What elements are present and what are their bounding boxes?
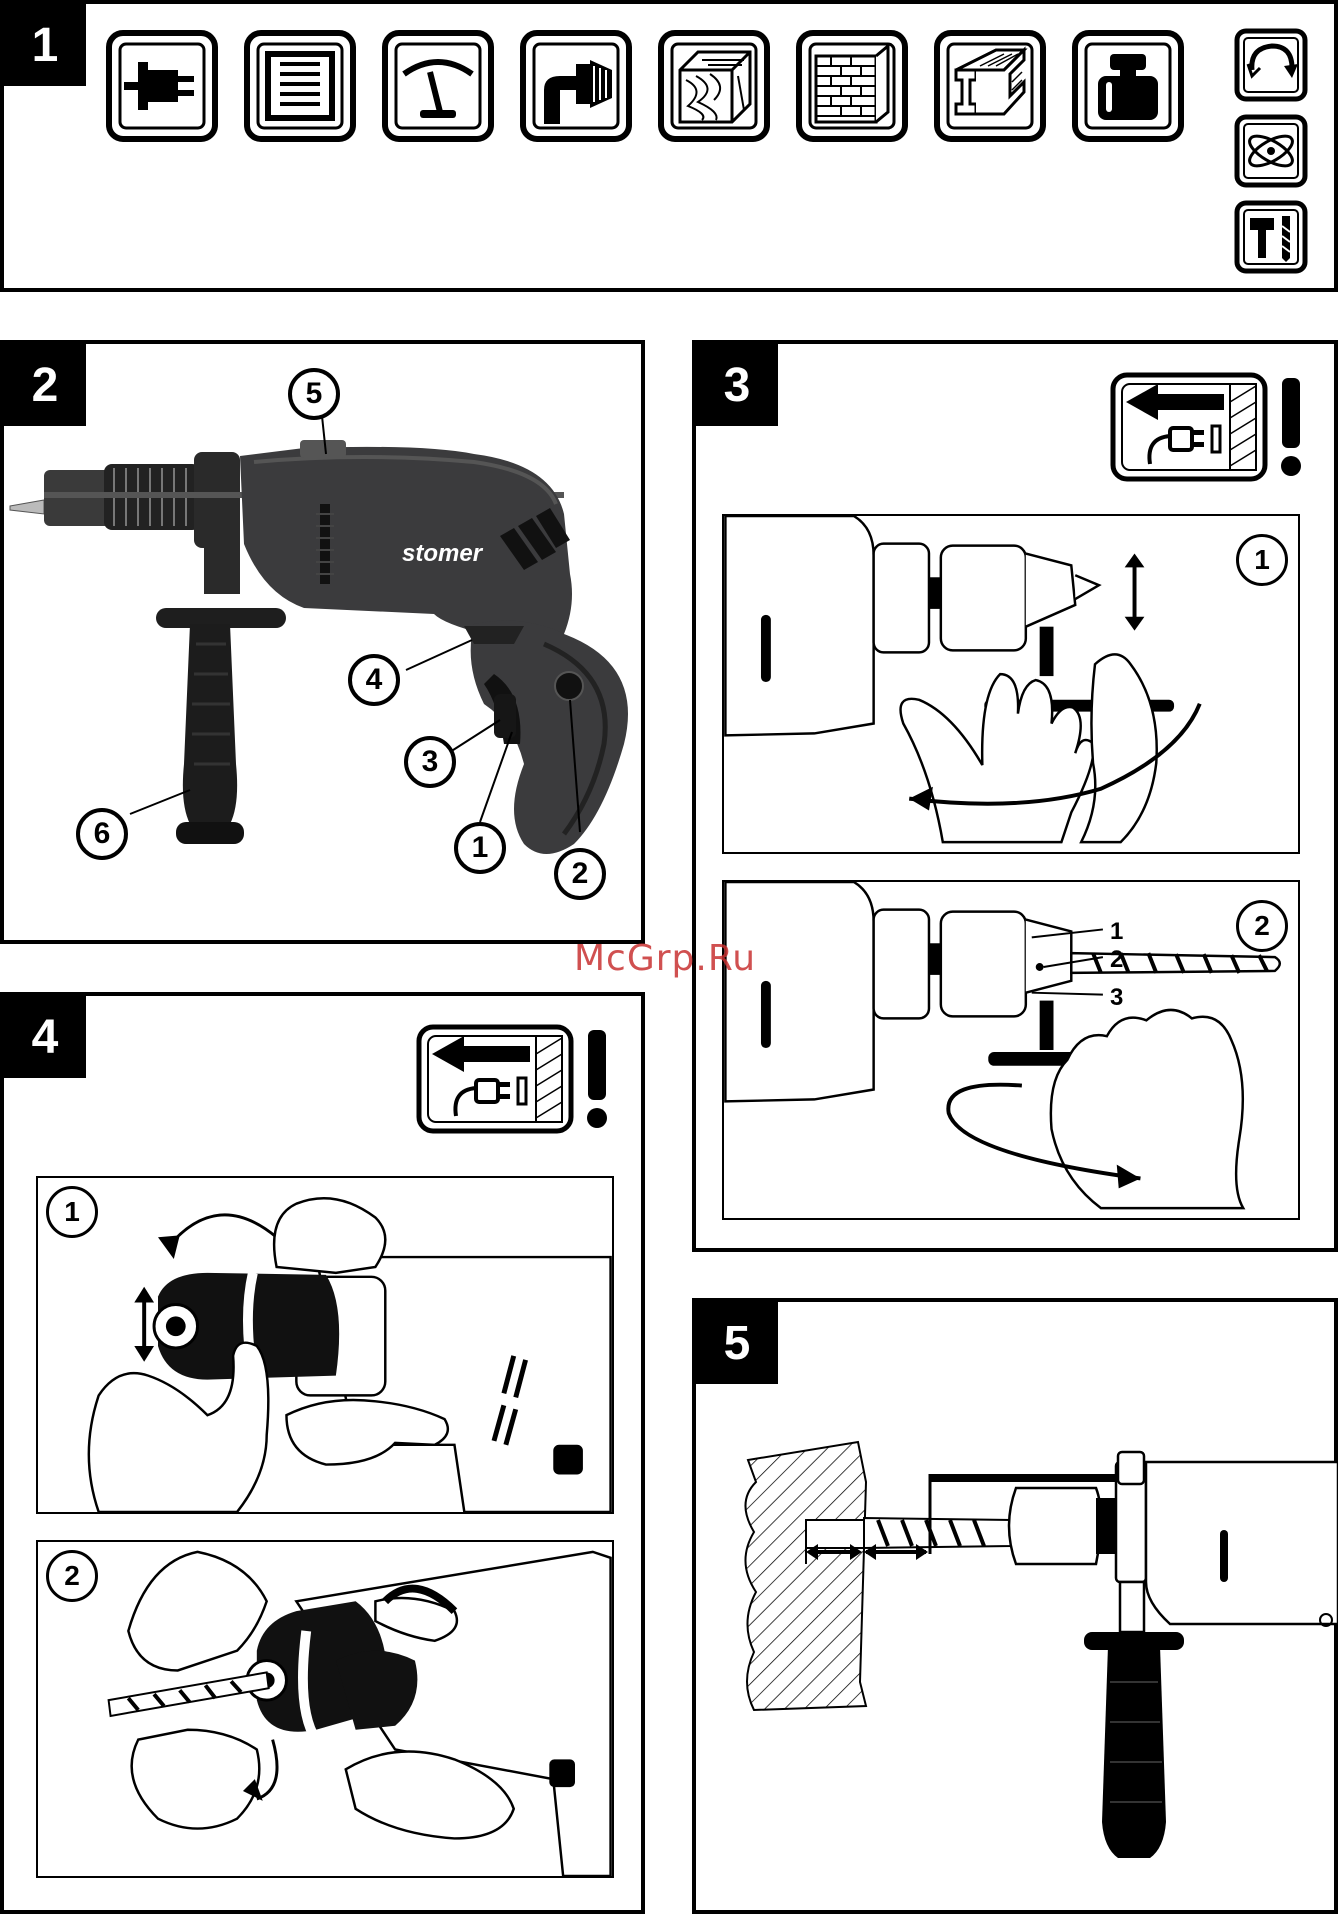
step-number: 1: [1236, 534, 1288, 586]
step-number: 2: [46, 1550, 98, 1602]
panel-5-depth-stop: 5: [692, 1298, 1338, 1914]
unplug-warning-icon: [1110, 372, 1306, 482]
brick-icon: [796, 30, 908, 142]
watermark-text: McGrp.Ru: [574, 938, 756, 979]
rotation-icon: [1234, 28, 1308, 102]
brand-logo: stomer: [402, 540, 482, 568]
callout-6: 6: [76, 808, 128, 860]
step-number: 1: [46, 1186, 98, 1238]
panel-1-features: 1: [0, 0, 1338, 292]
panel-number: 1: [4, 4, 86, 86]
plug-icon: [106, 30, 218, 142]
label-2: 2: [1110, 946, 1123, 974]
step-3-1-open-chuck: 1: [722, 514, 1300, 854]
chuck-icon: [520, 30, 632, 142]
panel-3-chuck-key: 3: [692, 340, 1338, 1252]
callout-3: 3: [404, 736, 456, 788]
step-4-1-open-keyless-chuck: 1: [36, 1176, 614, 1514]
steel-beam-icon: [934, 30, 1046, 142]
wood-icon: [658, 30, 770, 142]
hammer-drill-icon: [1234, 200, 1308, 274]
depth-stop-illustration: [696, 1302, 1338, 1914]
panel-number: 4: [4, 996, 86, 1078]
label-3: 3: [1110, 984, 1123, 1012]
step-3-2-insert-bit: 2 1 2 3: [722, 880, 1300, 1220]
callout-5: 5: [288, 368, 340, 420]
callout-4: 4: [348, 654, 400, 706]
callout-1: 1: [454, 822, 506, 874]
panel-number: 3: [696, 344, 778, 426]
vibration-icon: [1234, 114, 1308, 188]
step-number: 2: [1236, 900, 1288, 952]
weight-icon: [1072, 30, 1184, 142]
panel-2-drill-parts: 2: [0, 340, 645, 944]
gauge-icon: [382, 30, 494, 142]
step-4-2-insert-bit-keyless: 2: [36, 1540, 614, 1878]
label-1: 1: [1110, 918, 1123, 946]
unplug-warning-icon: [416, 1024, 612, 1134]
callout-2: 2: [554, 848, 606, 900]
gearbox-icon: [244, 30, 356, 142]
panel-4-keyless-chuck: 4: [0, 992, 645, 1914]
